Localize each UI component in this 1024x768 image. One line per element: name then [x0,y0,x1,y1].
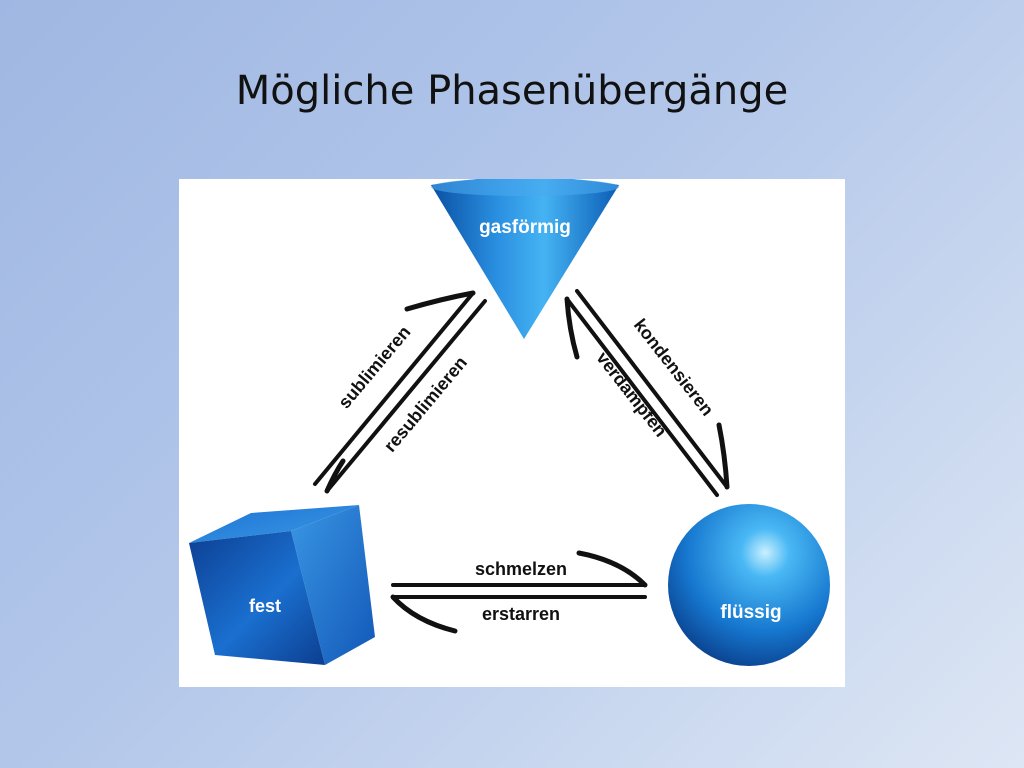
sublimation-arrows [313,290,487,494]
gas-cone [431,179,619,339]
freezing-label: erstarren [482,604,560,624]
slide-title: Mögliche Phasenübergänge [235,68,789,114]
solid-cube [189,505,375,665]
solid-label: fest [249,596,281,616]
melting-arrows [390,550,648,634]
diagram-panel: gasförmig fest flüssig sublimieren resub… [179,179,845,687]
gas-label: gasförmig [479,217,571,238]
condensation-arrows [564,289,730,497]
melting-label: schmelzen [475,559,567,579]
liquid-sphere [668,504,830,666]
liquid-label: flüssig [720,602,781,623]
phase-diagram: gasförmig fest flüssig sublimieren resub… [189,179,830,666]
resublimation-label: resublimieren [380,353,471,456]
